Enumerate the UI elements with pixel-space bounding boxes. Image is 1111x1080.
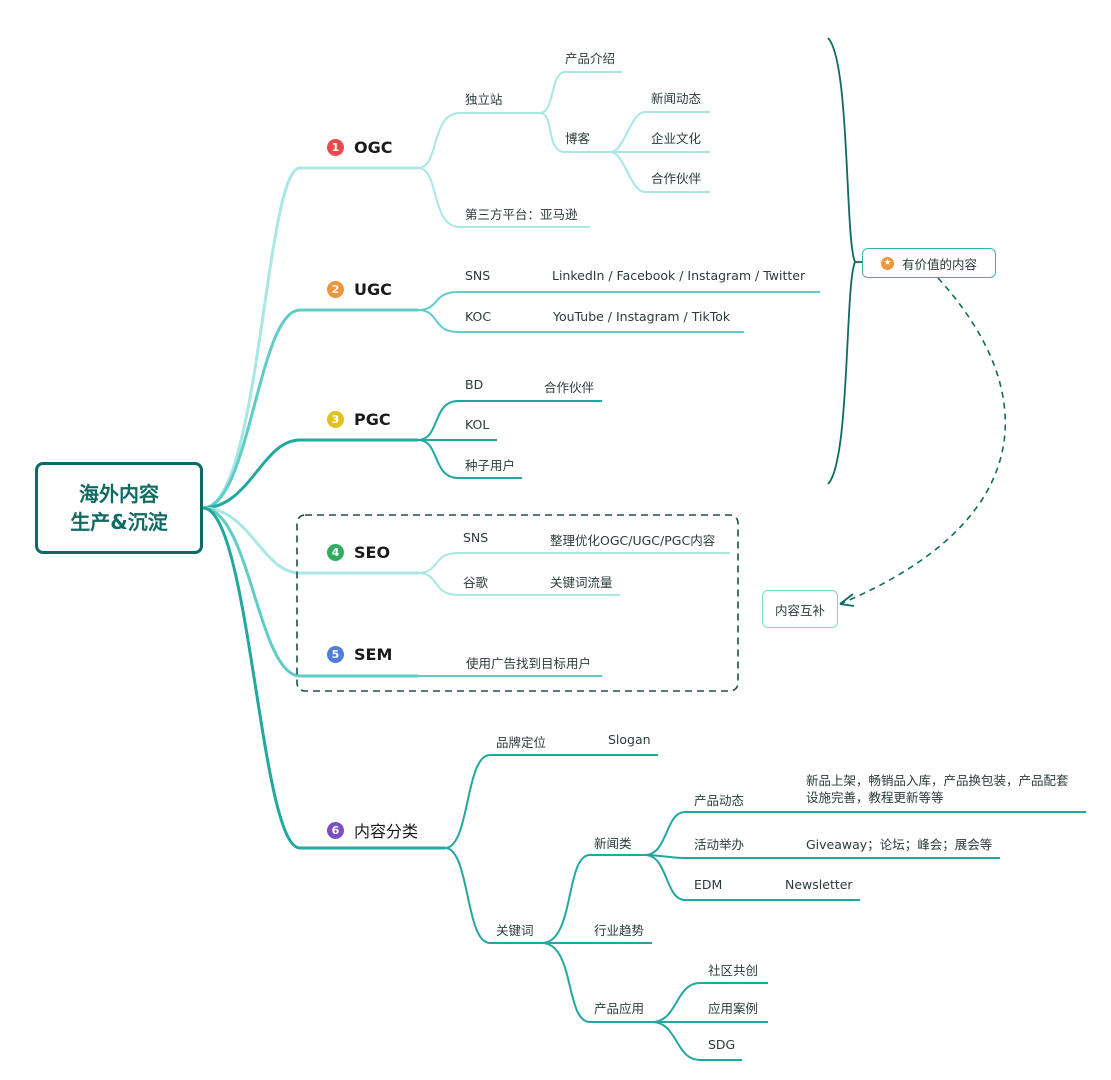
node-independent-site[interactable]: 独立站	[465, 92, 503, 107]
category-label: SEO	[354, 543, 391, 562]
node-bd-partners[interactable]: 合作伙伴	[544, 380, 595, 395]
node-seo-optimize[interactable]: 整理优化OGC/UGC/PGC内容	[550, 533, 716, 548]
node-news[interactable]: 新闻动态	[651, 91, 702, 106]
node-third-party[interactable]: 第三方平台：亚马逊	[465, 207, 578, 222]
category-label: SEM	[354, 645, 393, 664]
node-keywords[interactable]: 关键词	[496, 923, 534, 938]
category-content-classification[interactable]: 6 内容分类	[327, 818, 418, 842]
category-pgc[interactable]: 3 PGC	[327, 410, 391, 429]
node-ads-target-users[interactable]: 使用广告找到目标用户	[466, 656, 592, 671]
content-complement-label: 内容互补	[774, 602, 825, 618]
node-sdg[interactable]: SDG	[708, 1037, 736, 1052]
category-sem[interactable]: 5 SEM	[327, 645, 392, 664]
number-6-icon: 6	[327, 821, 344, 839]
node-events-detail[interactable]: Giveaway；论坛；峰会；展会等	[806, 837, 993, 852]
node-ugc-sns[interactable]: SNS	[465, 268, 491, 283]
star-icon: ★	[880, 256, 894, 270]
node-keyword-traffic[interactable]: 关键词流量	[550, 575, 613, 590]
valuable-content-label: 有价值的内容	[901, 256, 977, 272]
node-bd[interactable]: BD	[465, 377, 484, 392]
node-edm[interactable]: EDM	[694, 877, 723, 892]
node-slogan[interactable]: Slogan	[608, 732, 651, 747]
number-5-icon: 5	[327, 646, 344, 663]
category-label: 内容分类	[354, 822, 419, 841]
valuable-content-box[interactable]: ★ 有价值的内容	[862, 248, 996, 278]
node-use-cases[interactable]: 应用案例	[708, 1001, 759, 1016]
node-news-type[interactable]: 新闻类	[594, 836, 632, 851]
node-culture[interactable]: 企业文化	[651, 131, 702, 146]
category-ogc[interactable]: 1 OGC	[327, 138, 392, 157]
category-label: UGC	[354, 280, 392, 299]
node-seed-users[interactable]: 种子用户	[465, 458, 516, 473]
node-seo-sns[interactable]: SNS	[463, 530, 489, 545]
node-ugc-sns-platforms[interactable]: LinkedIn / Facebook / Instagram / Twitte…	[552, 268, 806, 283]
node-partners[interactable]: 合作伙伴	[651, 171, 702, 186]
category-label: OGC	[354, 138, 393, 157]
node-google[interactable]: 谷歌	[463, 575, 489, 590]
content-complement-box[interactable]: 内容互补	[762, 590, 838, 628]
number-1-icon: 1	[327, 139, 344, 156]
node-events[interactable]: 活动举办	[694, 837, 745, 852]
node-newsletter[interactable]: Newsletter	[785, 877, 853, 892]
node-community[interactable]: 社区共创	[708, 963, 759, 978]
root-title-line1: 海外内容	[79, 482, 159, 506]
node-product-news[interactable]: 产品动态	[694, 793, 745, 808]
node-koc[interactable]: KOC	[465, 309, 492, 324]
node-product-news-detail[interactable]: 新品上架，畅销品入库，产品换包装，产品配套 设施完善，教程更新等等	[806, 772, 1069, 806]
node-industry-trends[interactable]: 行业趋势	[594, 923, 645, 938]
node-product-intro[interactable]: 产品介绍	[565, 51, 616, 66]
node-kol[interactable]: KOL	[465, 417, 490, 432]
product-news-detail-line2: 设施完善，教程更新等等	[806, 790, 944, 805]
root-title-line2: 生产&沉淀	[70, 510, 168, 534]
number-4-icon: 4	[327, 544, 344, 561]
node-koc-platforms[interactable]: YouTube / Instagram / TikTok	[553, 309, 731, 324]
node-blog[interactable]: 博客	[565, 131, 591, 146]
root-node[interactable]: 海外内容 生产&沉淀	[35, 462, 203, 554]
product-news-detail-line1: 新品上架，畅销品入库，产品换包装，产品配套	[806, 773, 1069, 788]
category-ugc[interactable]: 2 UGC	[327, 280, 392, 299]
node-product-application[interactable]: 产品应用	[594, 1001, 645, 1016]
category-label: PGC	[354, 410, 391, 429]
category-seo[interactable]: 4 SEO	[327, 543, 390, 562]
number-3-icon: 3	[327, 411, 344, 428]
node-brand-positioning[interactable]: 品牌定位	[496, 735, 547, 750]
number-2-icon: 2	[327, 281, 344, 298]
